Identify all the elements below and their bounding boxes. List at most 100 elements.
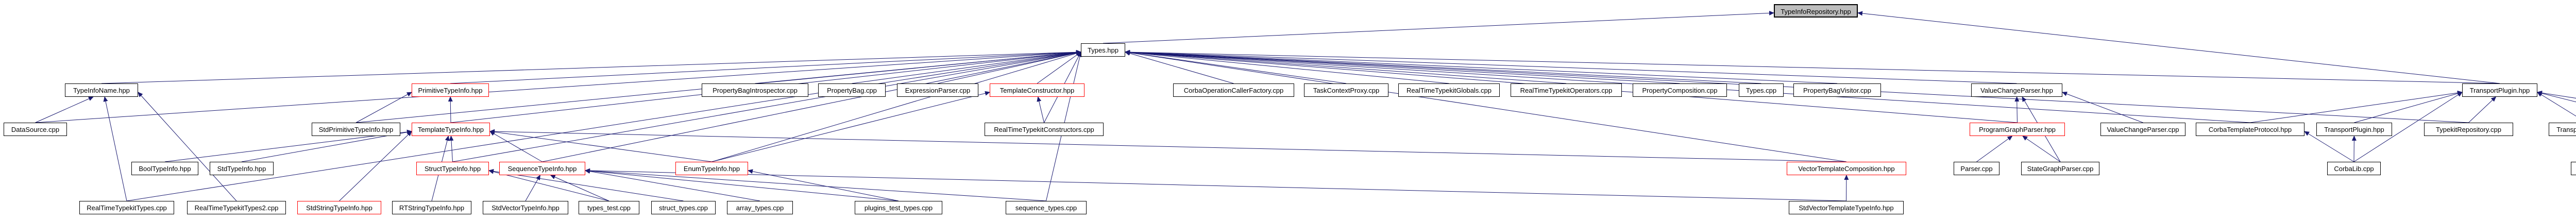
graph-node-transportplugin-hpp-mqueue[interactable]: TransportPlugin.hpp	[2549, 123, 2576, 136]
graph-node-transportplugin-hpp-corba[interactable]: TransportPlugin.hpp	[2316, 123, 2392, 136]
edge-plugins-test-types-cpp-to-enumtypeinfo-hpp	[748, 169, 899, 201]
edge-transportplugin-hpp-to-types-hpp	[1125, 49, 2500, 84]
graph-node-booltypeinfo-hpp[interactable]: BoolTypeInfo.hpp	[131, 162, 198, 175]
edge-transportplugin-hpp-corba-to-transportplugin-hpp	[2354, 91, 2463, 123]
edge-vectortemplatecomposition-hpp-to-types-hpp	[1125, 50, 1847, 162]
edge-typeinforepository-cpp-to-transportplugin-hpp	[2537, 90, 2576, 99]
edge-propertybagvisitor-cpp-to-types-hpp	[1125, 49, 1838, 84]
edge-propertybagintrospector-cpp-to-types-hpp	[755, 50, 1081, 84]
graph-node-valuechangeparser-hpp[interactable]: ValueChangeParser.hpp	[1971, 83, 2062, 97]
graph-node-propertybag-cpp[interactable]: PropertyBag.cpp	[818, 83, 886, 97]
graph-node-corbaoperationcallerfactory-cpp[interactable]: CorbaOperationCallerFactory.cpp	[1173, 83, 1294, 97]
edge-sequencetypeinfo-hpp-to-templatetypeinfo-hpp	[489, 131, 543, 162]
graph-node-realtimetypekitoperators-cpp[interactable]: RealTimeTypekitOperators.cpp	[1511, 83, 1622, 97]
graph-node-stdvectortemplatetypeinfo-hpp[interactable]: StdVectorTemplateTypeInfo.hpp	[1789, 201, 1904, 214]
edge-enumtypeinfo-hpp-to-types-hpp	[711, 51, 1081, 162]
graph-node-propertybagvisitor-cpp[interactable]: PropertyBagVisitor.cpp	[1793, 83, 1881, 97]
edge-stdtypeinfo-hpp-to-templatetypeinfo-hpp	[241, 130, 412, 162]
edge-structtypeinfo-hpp-to-templatetypeinfo-hpp	[449, 136, 454, 162]
edge-realtimetypekitoperators-cpp-to-types-hpp	[1125, 50, 1567, 84]
edge-templateconstructor-hpp-to-types-hpp	[1037, 52, 1081, 84]
edge-realtimetypekittypes-cpp-to-typeinfoname-hpp	[103, 96, 127, 201]
edge-types-hpp-to-typeinforepository-hpp	[1103, 10, 1774, 44]
graph-node-datasource-cpp[interactable]: DataSource.cpp	[4, 123, 67, 136]
edge-primitivetypeinfo-hpp-to-types-hpp	[450, 49, 1081, 84]
graph-node-propertycomposition-cpp[interactable]: PropertyComposition.cpp	[1633, 83, 1727, 97]
edge-sequence-types-cpp-to-sequencetypeinfo-hpp	[585, 168, 1046, 201]
edge-corbatemplateprotocol-hpp-to-transportplugin-hpp	[2250, 90, 2463, 123]
graph-node-plugins-test-types-cpp[interactable]: plugins_test_types.cpp	[855, 201, 942, 214]
graph-node-stdvectortypeinfo-hpp[interactable]: StdVectorTypeInfo.hpp	[483, 201, 568, 214]
edge-stdprimitivetypeinfo-hpp-to-primitivetypeinfo-hpp	[355, 92, 412, 123]
graph-node-expressionparser-cpp[interactable]: ExpressionParser.cpp	[897, 83, 978, 97]
edge-datasource-cpp-to-types-hpp	[35, 50, 1081, 123]
graph-node-rtstringtypeinfo-hpp[interactable]: RTStringTypeInfo.hpp	[392, 201, 471, 214]
edge-valuechangeparser-hpp-to-types-hpp	[1125, 49, 2017, 84]
edge-types-test-cpp-to-sequencetypeinfo-hpp	[550, 175, 609, 201]
graph-node-valuechangeparser-cpp[interactable]: ValueChangeParser.cpp	[2100, 123, 2185, 136]
graph-node-typekitrepository-cpp[interactable]: TypekitRepository.cpp	[2424, 123, 2513, 136]
edge-realtimetypekitconstructors-cpp-to-templateconstructor-hpp	[1037, 96, 1044, 123]
graph-node-stdtypeinfo-hpp[interactable]: StdTypeInfo.hpp	[210, 162, 274, 175]
graph-node-primitivetypeinfo-hpp[interactable]: PrimitiveTypeInfo.hpp	[412, 83, 489, 97]
graph-node-structtypeinfo-hpp[interactable]: StructTypeInfo.hpp	[416, 162, 489, 175]
graph-node-sequence-types-cpp[interactable]: sequence_types.cpp	[1006, 201, 1087, 214]
edge-expressionparser-cpp-to-types-hpp	[937, 50, 1081, 84]
edge-enumtypeinfo-hpp-to-templateconstructor-hpp	[711, 91, 990, 162]
graph-node-stdstringtypeinfo-hpp[interactable]: StdStringTypeInfo.hpp	[297, 201, 381, 214]
graph-node-taskcontextproxy-cpp[interactable]: TaskContextProxy.cpp	[1304, 83, 1388, 97]
edge-types-test-cpp-to-structtypeinfo-hpp	[488, 169, 609, 201]
graph-node-templatetypeinfo-hpp[interactable]: TemplateTypeInfo.hpp	[412, 123, 490, 136]
edge-booltypeinfo-hpp-to-templatetypeinfo-hpp	[164, 129, 412, 162]
graph-node-typeinfoname-hpp[interactable]: TypeInfoName.hpp	[65, 83, 138, 97]
edge-corbaoperationcallerfactory-cpp-to-types-hpp	[1125, 51, 1234, 84]
graph-node-stategraphparser-cpp[interactable]: StateGraphParser.cpp	[2021, 162, 2099, 175]
edge-structtypeinfo-hpp-to-types-hpp	[452, 50, 1081, 162]
edge-programgraphparser-hpp-to-valuechangeparser-hpp	[2014, 96, 2020, 123]
graph-node-parser-cpp[interactable]: Parser.cpp	[1954, 162, 1999, 175]
edge-valuechangeparser-cpp-to-valuechangeparser-hpp	[2062, 91, 2143, 123]
edge-stdstringtypeinfo-hpp-to-templatetypeinfo-hpp	[339, 131, 412, 201]
graph-node-types-cpp[interactable]: Types.cpp	[1739, 83, 1784, 97]
edge-plugins-test-types-cpp-to-sequencetypeinfo-hpp	[585, 168, 899, 201]
graph-node-typeinforepository-hpp[interactable]: TypeInfoRepository.hpp	[1774, 4, 1858, 18]
graph-node-sequencetypeinfo-hpp[interactable]: SequenceTypeInfo.hpp	[499, 162, 585, 175]
edge-propertycomposition-cpp-to-types-hpp	[1125, 50, 1680, 84]
edge-typeinfoname-hpp-to-types-hpp	[101, 49, 1081, 84]
graph-node-array-types-cpp[interactable]: array_types.cpp	[727, 201, 793, 214]
graph-node-mqlib-cpp[interactable]: MQLib.cpp	[2571, 162, 2576, 175]
graph-node-corbatemplateprotocol-hpp[interactable]: CorbaTemplateProtocol.hpp	[2196, 123, 2304, 136]
edge-vectortemplatecomposition-hpp-to-templatetypeinfo-hpp	[489, 129, 1847, 162]
edge-realtimetypekitglobals-cpp-to-types-hpp	[1125, 50, 1449, 84]
graph-node-corbalib-cpp[interactable]: CorbaLib.cpp	[2327, 162, 2381, 175]
edge-mqlib-hpp-to-transportplugin-hpp	[2537, 91, 2576, 103]
graph-node-stdprimitivetypeinfo-hpp[interactable]: StdPrimitiveTypeInfo.hpp	[312, 123, 400, 136]
graph-node-types-test-cpp[interactable]: types_test.cpp	[579, 201, 639, 214]
edge-stdvectortypeinfo-hpp-to-sequencetypeinfo-hpp	[525, 175, 540, 201]
graph-node-realtimetypekitglobals-cpp[interactable]: RealTimeTypekitGlobals.cpp	[1398, 83, 1500, 97]
edge-parser-cpp-to-programgraphparser-hpp	[1976, 136, 2013, 162]
edge-transportplugin-hpp-to-typeinforepository-hpp	[1857, 11, 2500, 84]
graph-node-templateconstructor-hpp[interactable]: TemplateConstructor.hpp	[990, 83, 1084, 97]
edge-types-cpp-to-types-hpp	[1125, 49, 1761, 84]
graph-node-types-hpp[interactable]: Types.hpp	[1081, 43, 1125, 57]
graph-node-transportplugin-hpp[interactable]: TransportPlugin.hpp	[2462, 83, 2537, 97]
graph-node-realtimetypekittypes2-cpp[interactable]: RealTimeTypekitTypes2.cpp	[187, 201, 286, 214]
edge-taskcontextproxy-cpp-to-types-hpp	[1125, 50, 1347, 84]
edge-transportplugin-hpp-mqueue-to-transportplugin-hpp	[2537, 92, 2576, 116]
edge-array-types-cpp-to-sequencetypeinfo-hpp	[585, 169, 760, 201]
graph-node-propertybagintrospector-cpp[interactable]: PropertyBagIntrospector.cpp	[702, 83, 808, 97]
edge-enumtypeinfo-hpp-to-templatetypeinfo-hpp	[489, 129, 712, 162]
graph-node-realtimetypekitconstructors-cpp[interactable]: RealTimeTypekitConstructors.cpp	[985, 123, 1104, 136]
graph-node-struct-types-cpp[interactable]: struct_types.cpp	[651, 201, 716, 214]
edge-stdvectortemplatetypeinfo-hpp-to-sequencetypeinfo-hpp	[585, 168, 1846, 201]
graph-node-vectortemplatecomposition-hpp[interactable]: VectorTemplateComposition.hpp	[1787, 162, 1906, 175]
graph-node-realtimetypekittypes-cpp[interactable]: RealTimeTypekitTypes.cpp	[79, 201, 174, 214]
edge-typekitrepository-cpp-to-transportplugin-hpp	[2468, 96, 2497, 123]
graph-node-programgraphparser-hpp[interactable]: ProgramGraphParser.hpp	[1970, 123, 2065, 136]
edge-realtimetypekittypes2-cpp-to-typeinfoname-hpp	[138, 92, 237, 201]
graph-node-enumtypeinfo-hpp[interactable]: EnumTypeInfo.hpp	[675, 162, 748, 175]
edge-corbalib-cpp-to-transportplugin-hpp	[2353, 92, 2463, 162]
